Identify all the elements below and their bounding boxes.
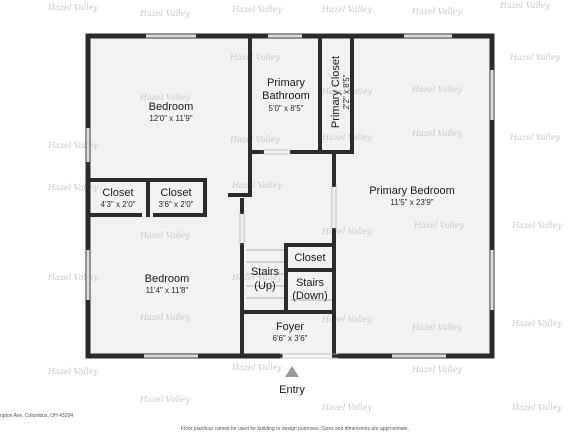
primary-bathroom-label-2: Bathroom [262, 90, 310, 102]
watermark-text: Hazel Valley [321, 87, 372, 96]
primary-closet-dims: 2'2" x 8'5" [342, 74, 351, 109]
watermark-text: Hazel Valley [231, 363, 282, 372]
closet-2-label: Closet [160, 187, 191, 199]
watermark-text: Hazel Valley [229, 53, 280, 62]
stair-treads [246, 249, 332, 301]
watermark-text: Hazel Valley [47, 273, 98, 282]
watermark-text: Hazel Valley [231, 181, 282, 190]
closet-3-label: Closet [294, 252, 325, 264]
watermark-text: Hazel Valley [511, 319, 562, 328]
footer-disclaimer: Floor plan/tour cannot be used for build… [181, 426, 409, 432]
watermark-text: Hazel Valley [47, 3, 98, 12]
watermark-text: Hazel Valley [321, 315, 372, 324]
closet-2-dims: 3'6" x 2'0" [159, 200, 194, 209]
watermark-text: Hazel Valley [511, 403, 562, 412]
bedroom-1-dims: 12'0" x 11'9" [149, 114, 192, 123]
primary-closet-label: Primary Closet [330, 56, 342, 128]
watermark-text: Hazel Valley [139, 9, 190, 18]
watermark-text: Hazel Valley [231, 273, 282, 282]
watermark-text: Hazel Valley [47, 183, 98, 192]
watermark-text: Hazel Valley [139, 313, 190, 322]
closet-1-label: Closet [102, 187, 133, 199]
watermark-text: Hazel Valley [139, 231, 190, 240]
watermark-text: Hazel Valley [321, 403, 372, 412]
stairs-down-label-1: Stairs [296, 277, 325, 289]
watermark-text: Hazel Valley [511, 221, 562, 230]
bedroom-2-dims: 11'4" x 11'8" [146, 286, 189, 295]
watermark-text: Hazel Valley [229, 135, 280, 144]
stairs-down-label-2: (Down) [292, 290, 327, 302]
entry-arrow-icon [285, 366, 299, 377]
watermark-text: Hazel Valley [139, 93, 190, 102]
watermark-text: Hazel Valley [321, 5, 372, 14]
watermark-text: Hazel Valley [413, 221, 464, 230]
stairs-up-label-1: Stairs [251, 266, 280, 278]
watermark-text: Hazel Valley [321, 227, 372, 236]
watermark-text: Hazel Valley [499, 1, 550, 10]
wall-stair-core [240, 243, 336, 314]
bedroom-2-label: Bedroom [145, 273, 190, 285]
watermark-text: Hazel Valley [321, 133, 372, 142]
watermark-text: Hazel Valley [47, 141, 98, 150]
foyer-label: Foyer [276, 321, 304, 333]
primary-bathroom-dims: 5'0" x 8'5" [269, 104, 304, 113]
entry-label: Entry [279, 384, 305, 396]
primary-bedroom-dims: 11'5" x 23'9" [390, 198, 433, 207]
watermark-text: Hazel Valley [509, 133, 560, 142]
watermark-text: Hazel Valley [411, 7, 462, 16]
watermark-text: Hazel Valley [47, 367, 98, 376]
foyer-dims: 6'6" x 3'6" [273, 334, 308, 343]
bedroom-1-label: Bedroom [149, 101, 194, 113]
stairs-up-label-2: (Up) [254, 280, 275, 292]
primary-bathroom-label-1: Primary [267, 77, 305, 89]
door-openings [239, 149, 338, 359]
watermark-text: Hazel Valley [139, 395, 190, 404]
footer-address: npton Ave, Columbus, OH 43204 [0, 413, 73, 419]
watermark-text: Hazel Valley [411, 129, 462, 138]
watermark-text: Hazel Valley [231, 5, 282, 14]
watermark-text: Hazel Valley [411, 365, 462, 374]
watermark-text: Hazel Valley [411, 323, 462, 332]
floor-area [88, 36, 492, 356]
window-marks [87, 35, 493, 357]
watermark-text: Hazel Valley [509, 53, 560, 62]
primary-bedroom-label: Primary Bedroom [369, 185, 455, 197]
closet-1-dims: 4'3" x 2'0" [101, 200, 136, 209]
watermark-text: Hazel Valley [411, 85, 462, 94]
